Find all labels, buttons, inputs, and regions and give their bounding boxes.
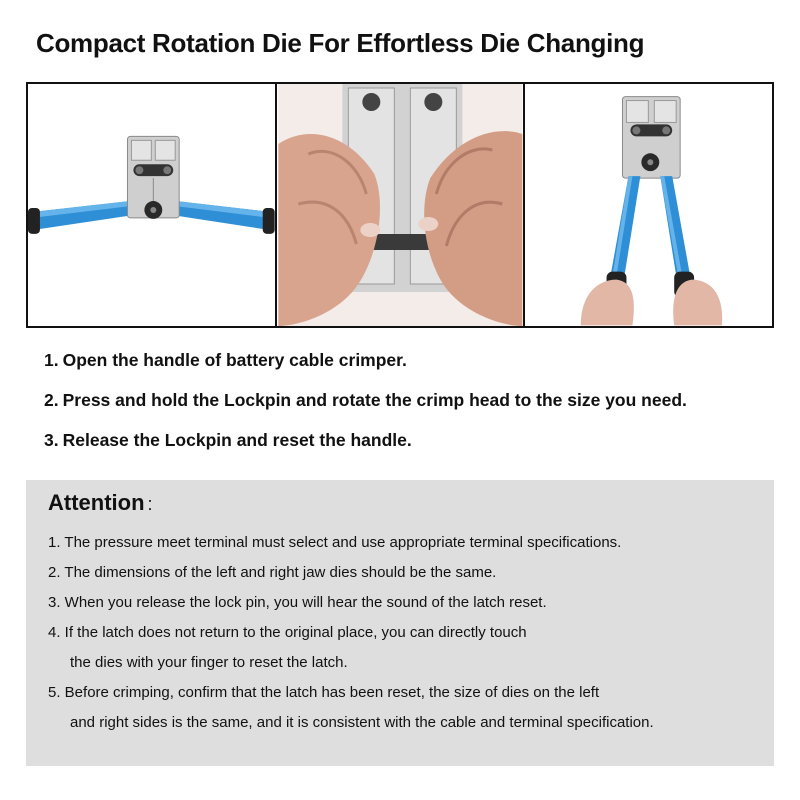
step-number: 3.	[44, 430, 59, 450]
open-crimper-photo-icon	[28, 84, 275, 326]
photo-open-crimper	[28, 84, 275, 326]
attention-item-4-cont: the dies with your finger to reset the l…	[70, 654, 348, 671]
step-number: 1.	[44, 350, 59, 370]
attention-list: 1. The pressure meet terminal must selec…	[48, 528, 764, 738]
closed-crimper-photo-icon	[525, 84, 773, 326]
photo-hands-rotating-head	[274, 84, 524, 326]
step-text: Open the handle of battery cable crimper…	[62, 350, 407, 370]
instruction-steps: 1.Open the handle of battery cable crimp…	[44, 350, 687, 470]
step-1: 1.Open the handle of battery cable crimp…	[44, 350, 687, 371]
photo-strip	[26, 82, 774, 328]
attention-item-4: 4. If the latch does not return to the o…	[48, 624, 527, 641]
attention-item-3: 3. When you release the lock pin, you wi…	[48, 594, 547, 611]
step-text: Release the Lockpin and reset the handle…	[62, 430, 412, 450]
attention-heading: Attention	[48, 490, 145, 515]
attention-item-2: 2. The dimensions of the left and right …	[48, 564, 497, 581]
step-3: 3.Release the Lockpin and reset the hand…	[44, 430, 687, 451]
hands-rotating-head-photo-icon	[278, 84, 523, 326]
step-number: 2.	[44, 390, 59, 410]
step-text: Press and hold the Lockpin and rotate th…	[62, 390, 687, 410]
step-2: 2.Press and hold the Lockpin and rotate …	[44, 390, 687, 411]
attention-item-1: 1. The pressure meet terminal must selec…	[48, 534, 622, 551]
attention-item-5: 5. Before crimping, confirm that the lat…	[48, 684, 600, 701]
photo-closed-crimper	[523, 84, 773, 326]
attention-item-5-cont: and right sides is the same, and it is c…	[70, 714, 654, 731]
attention-title: Attention:	[48, 490, 153, 516]
attention-colon: :	[147, 494, 153, 514]
page-title: Compact Rotation Die For Effortless Die …	[36, 28, 645, 58]
attention-panel: Attention: 1. The pressure meet terminal…	[26, 480, 774, 766]
